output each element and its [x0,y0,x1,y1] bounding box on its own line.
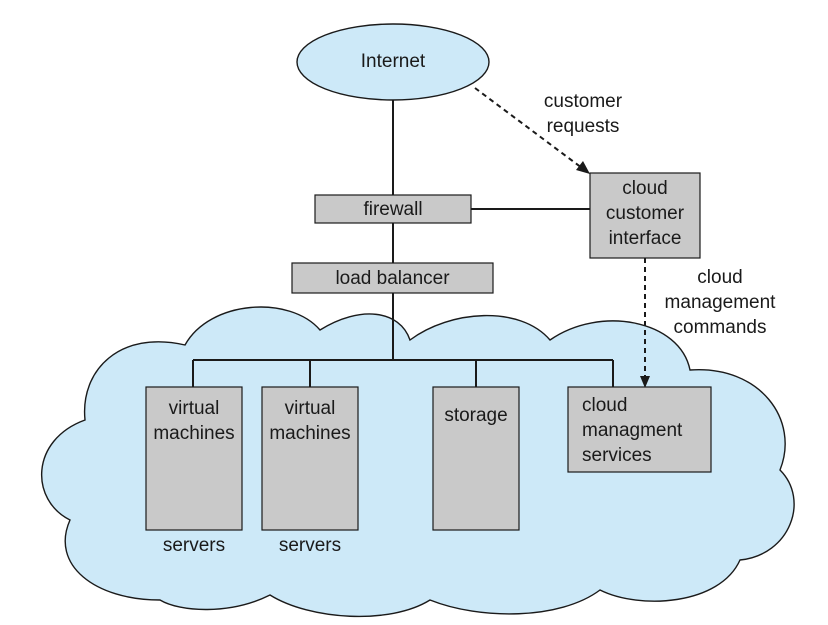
customer-requests-label: customer requests [528,89,638,139]
cloud-shape [40,306,795,618]
cmc-line-3: commands [673,317,767,338]
vm2-box [261,386,359,531]
vm1-label: virtual machines [146,396,242,446]
storage-box [432,386,520,531]
vm2-label: virtual machines [262,396,358,446]
cmc-line-1: cloud [697,267,743,288]
vm2-line-1: virtual [284,398,336,419]
cr-line-1: customer [543,91,623,112]
vm1-line-2: machines [153,423,235,444]
customer-requests-arrow [474,87,583,169]
vm1-caption: servers [162,535,226,556]
cms-line-3: services [582,445,652,466]
cloud-customer-interface-box [589,172,701,259]
cloud-mgmt-services-label: cloud managment services [582,393,707,468]
cci-line-3: interface [608,228,682,249]
mgmt-commands-arrowhead [640,376,650,388]
cci-line-1: cloud [622,178,668,199]
cci-line-2: customer [605,203,685,224]
cloud-customer-interface-label: cloud customer interface [590,176,700,251]
firewall-label: firewall [363,199,423,220]
storage-label: storage [444,405,508,426]
internet-label: Internet [360,51,426,72]
cloud-mgmt-commands-label: cloud management commands [655,265,785,340]
cmc-line-2: management [664,292,776,313]
cr-line-2: requests [546,116,620,137]
vm1-box [145,386,243,531]
cloud-mgmt-services-box [567,386,712,473]
vm2-line-2: machines [269,423,351,444]
load-balancer-box [291,262,494,294]
cms-line-2: managment [582,420,683,441]
load-balancer-label: load balancer [335,268,450,289]
vm1-line-1: virtual [168,398,220,419]
cms-line-1: cloud [582,395,628,416]
customer-requests-arrowhead [576,161,590,174]
vm2-caption: servers [278,535,342,556]
